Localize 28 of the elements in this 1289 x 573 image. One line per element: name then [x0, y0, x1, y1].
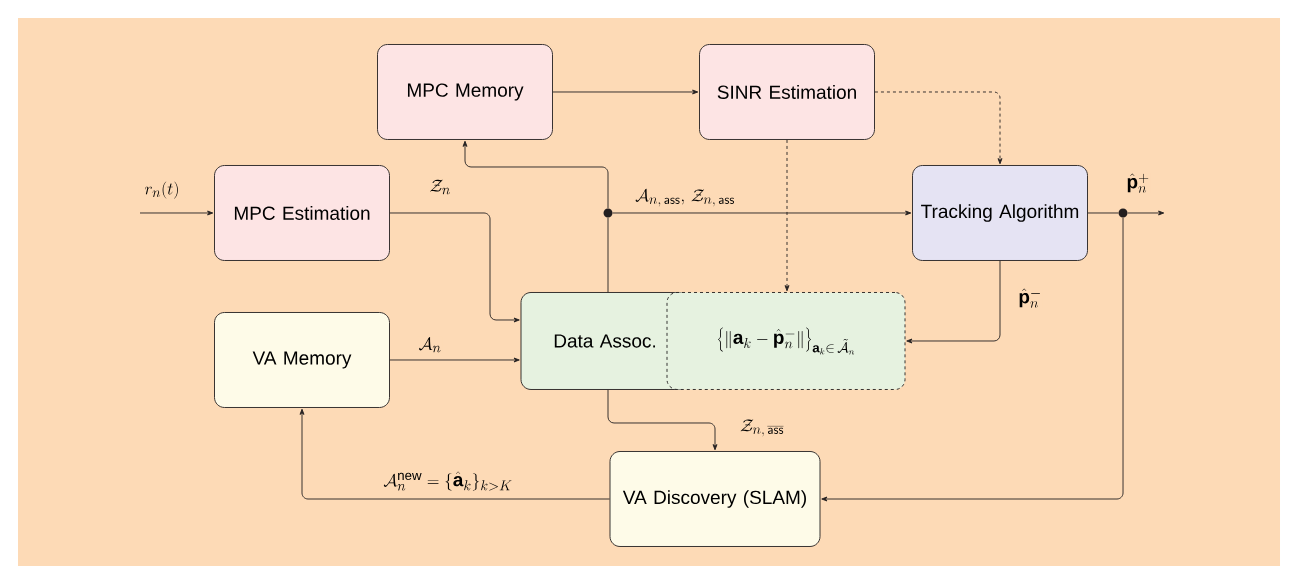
arrow [389, 357, 520, 363]
arrow [784, 139, 790, 292]
process-box: VA Memory [214, 312, 390, 408]
arrow [1127, 210, 1165, 216]
arrow [552, 89, 699, 95]
process-box: VA Discovery (SLAM) [609, 451, 821, 547]
edge-label: $\mathcal{Z}_{n,\,\overline{\mathsf{ass}}}$ [739, 418, 785, 438]
connector-line [1087, 212, 1119, 214]
process-box: MPC Estimation [214, 165, 390, 261]
connector-line [607, 217, 609, 293]
arrow [139, 210, 214, 216]
arrow [906, 260, 1001, 344]
arrow [821, 217, 1124, 502]
arrow [607, 389, 718, 451]
arrow [389, 212, 520, 323]
edge-label: $\mathcal{A}_{n,\,\mathsf{ass}},\,\mathcal{Z}_{n,\,\mathsf{ass}}$ [634, 188, 736, 208]
arrow [874, 91, 1003, 165]
arrow [299, 408, 610, 500]
edge-label: $\mathcal{A}_n^{\mathrm{new}} = \{\hat{\mathbf{a}}_k\}_{k>K}$ [382, 470, 514, 492]
process-box: SINR Estimation [699, 44, 875, 140]
arrow [612, 210, 912, 216]
arrow [462, 140, 609, 209]
edge-label: $\hat{\mathbf{p}}_n^{+}$ [1125, 172, 1151, 194]
formula-box: $\left\{\|\mathbf{a}_k - \hat{\mathbf{p}}_n^{-}\|\right\}_{\mathbf{a}_k\in\,\tilde{\mathcal{A}}_n}$ [666, 292, 906, 390]
process-box: MPC Memory [377, 44, 553, 140]
edge-label: $\hat{\mathbf{p}}_n^{-}$ [1017, 287, 1043, 309]
edge-label: $r_n(t)$ [143, 180, 181, 200]
process-box: Tracking Algorithm [912, 165, 1088, 261]
